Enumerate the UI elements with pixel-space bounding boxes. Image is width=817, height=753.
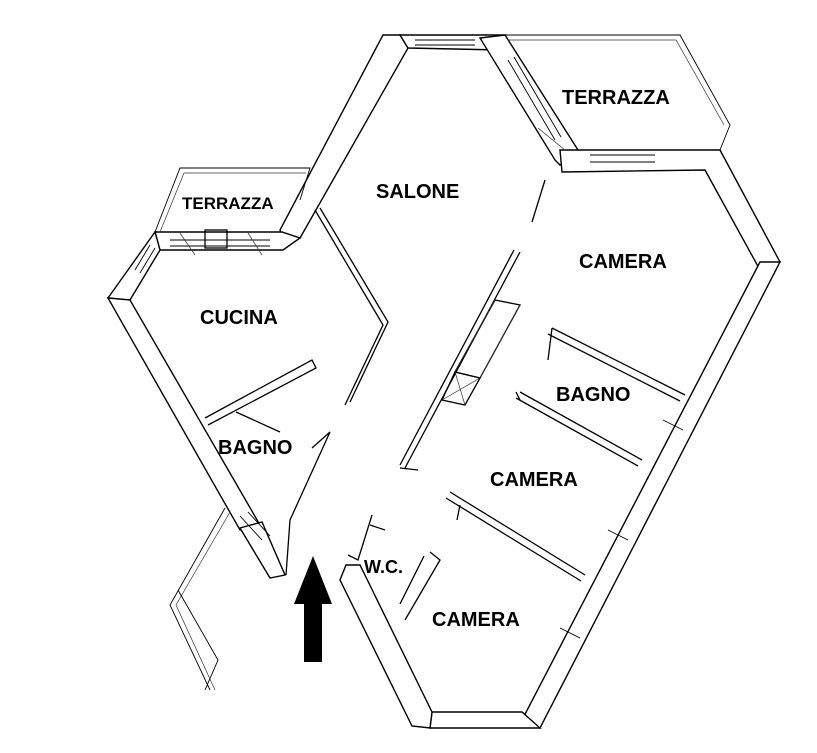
label-bagno-left: BAGNO [218, 437, 292, 459]
label-camera-upper: CAMERA [579, 251, 667, 273]
label-bagno-right: BAGNO [556, 384, 630, 406]
terrazza-outlines [154, 34, 731, 691]
windows [134, 39, 684, 639]
outer-walls-right [279, 34, 782, 729]
label-camera-middle: CAMERA [490, 469, 578, 491]
outer-walls-left [106, 230, 302, 579]
label-salone: SALONE [376, 181, 459, 203]
interior-walls [204, 179, 686, 621]
label-terrazza-top: TERRAZZA [562, 87, 670, 109]
label-wc: W.C. [364, 557, 403, 577]
label-cucina: CUCINA [200, 307, 278, 329]
label-terrazza-left: TERRAZZA [182, 194, 274, 213]
label-camera-lower: CAMERA [432, 609, 520, 631]
entrance-arrow-icon [294, 556, 332, 662]
